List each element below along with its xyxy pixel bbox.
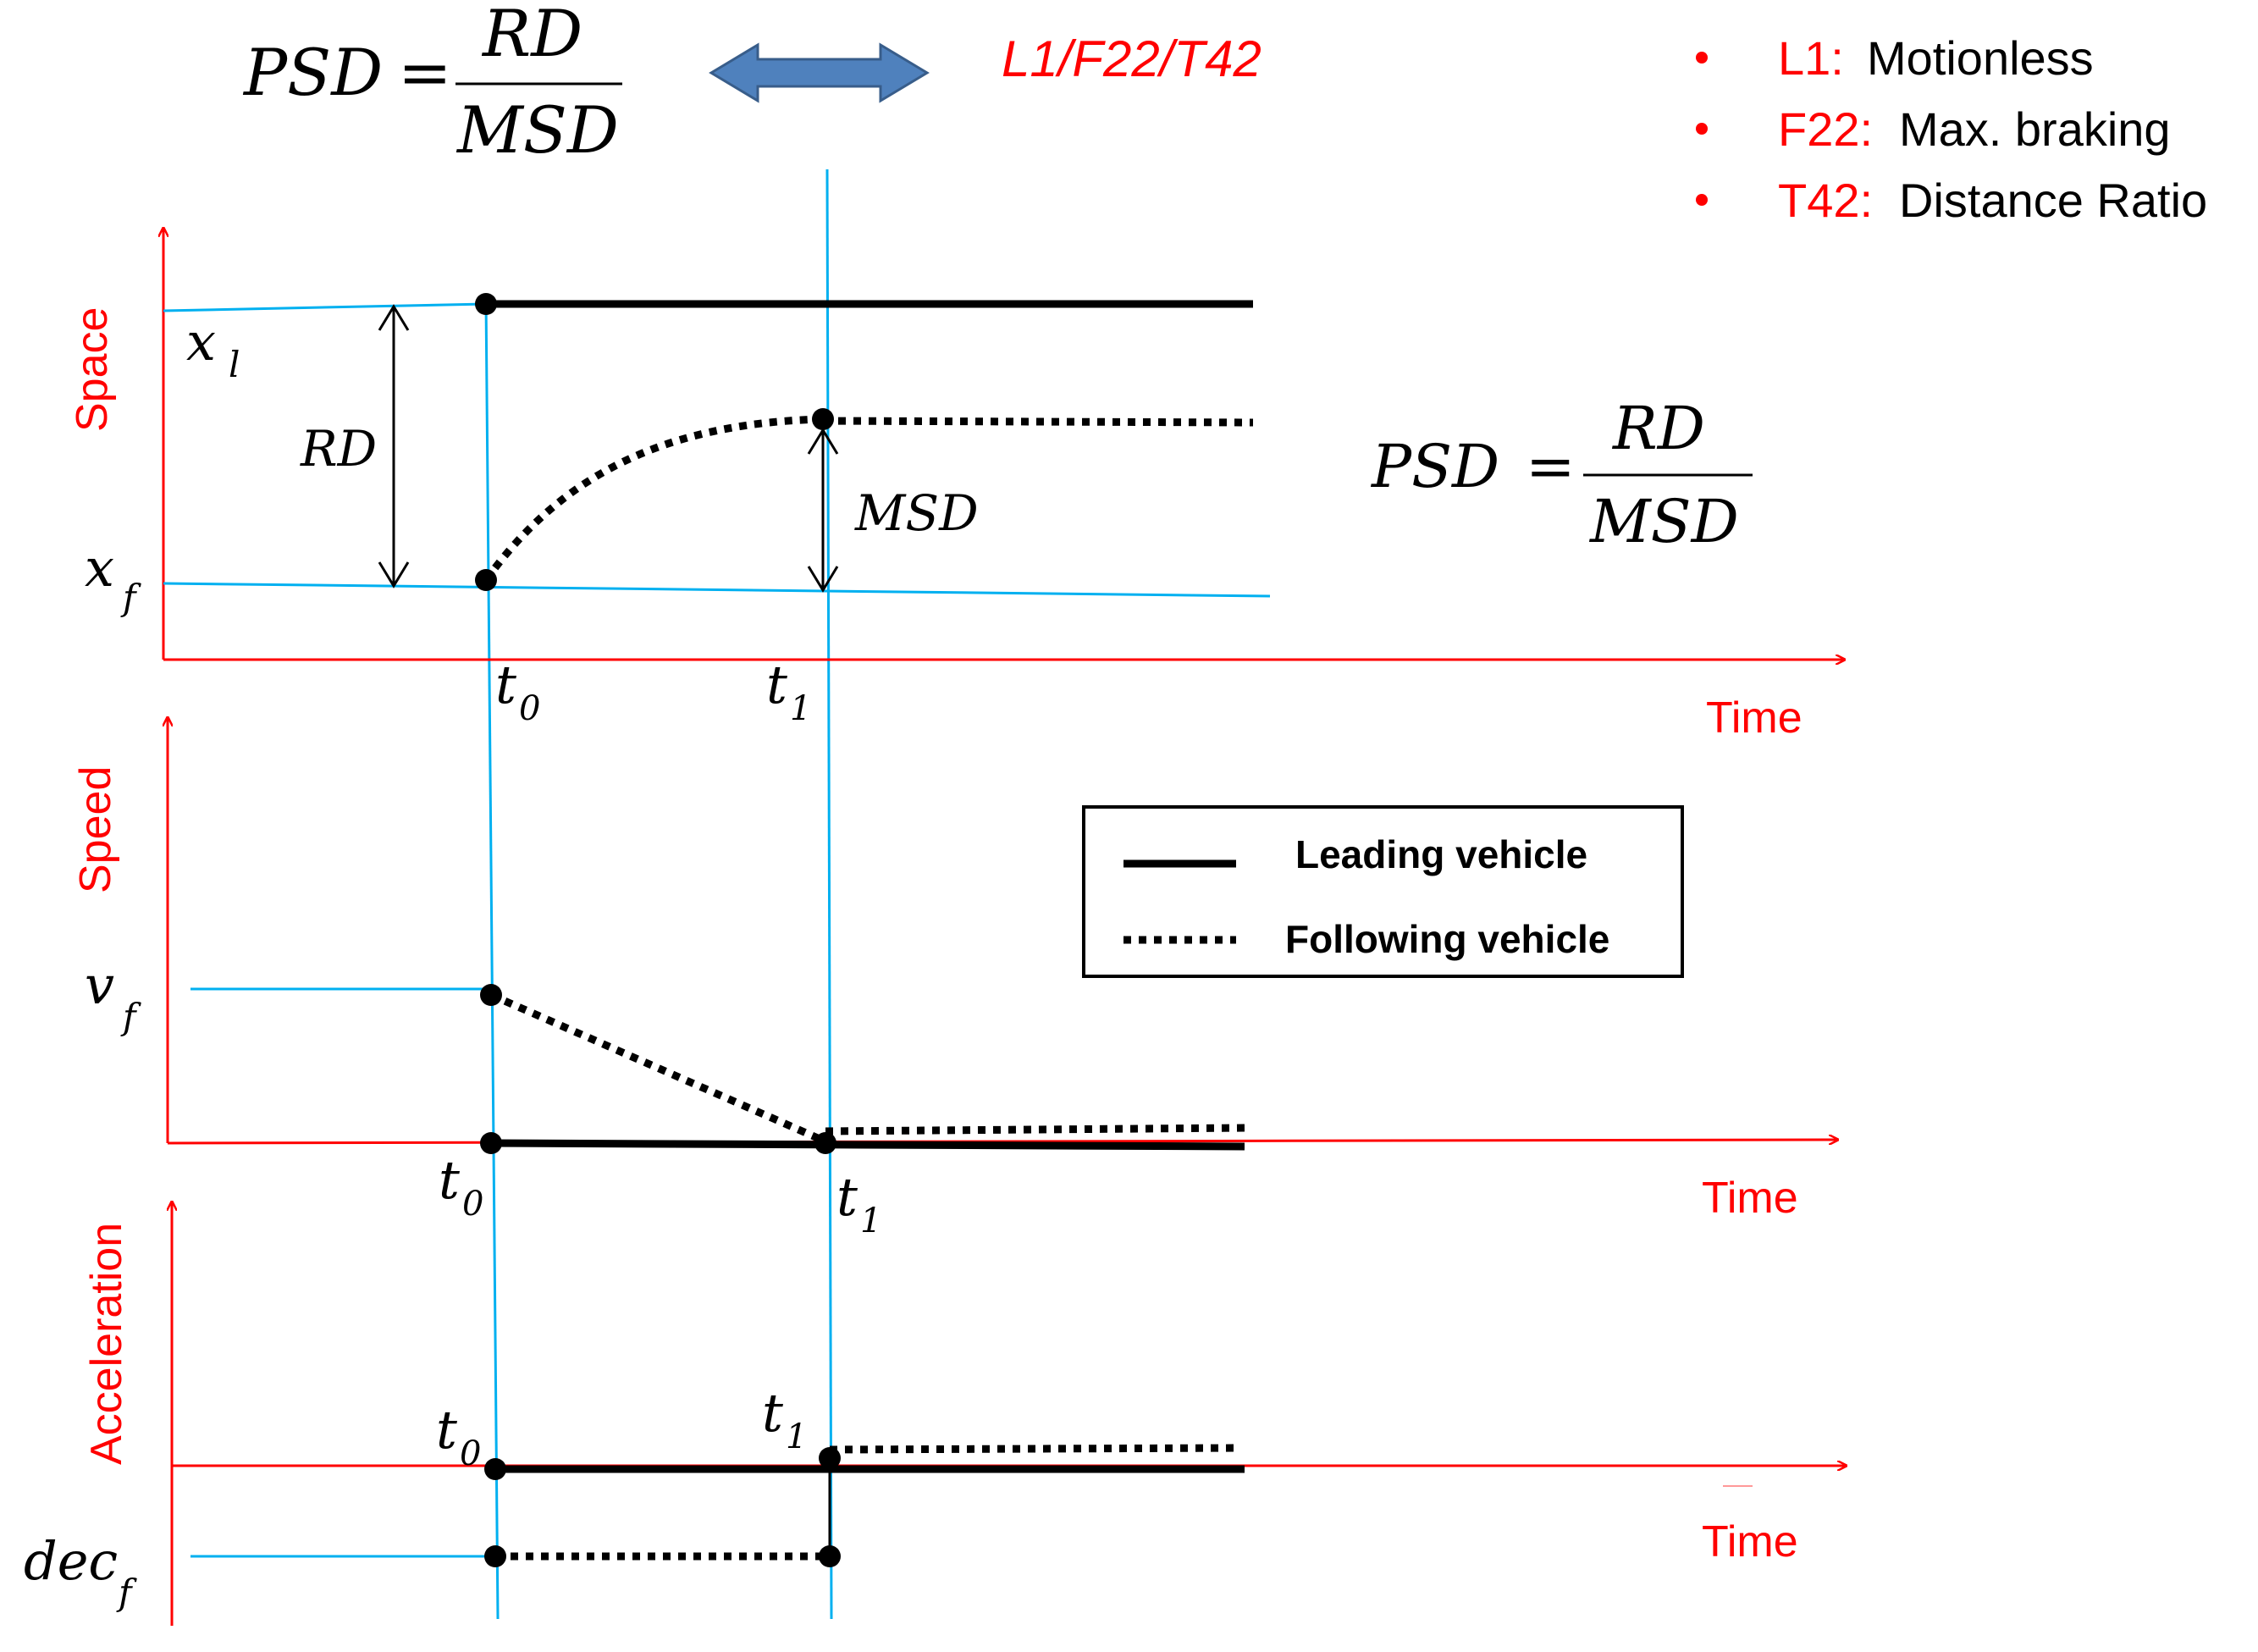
- bullet-code-t42: T42:: [1778, 174, 1873, 227]
- accel-t0-point: [484, 1458, 506, 1480]
- t1-guide-line: [825, 169, 833, 1620]
- header-formula-eq: =: [398, 35, 452, 110]
- speed-x-axis: [167, 1140, 1837, 1143]
- space-formula-numerator: RD: [1611, 394, 1705, 463]
- bullet-text-f22: Max. braking: [1899, 102, 2171, 156]
- t0-guide-line: [484, 297, 500, 1620]
- legend-following-label: Following vehicle: [1285, 917, 1609, 961]
- bullet-text-l1: Motionless: [1867, 31, 2094, 85]
- legend-box: [1082, 805, 1684, 978]
- space-panel: Space Time RD MSD x l x f t 0 t 1: [68, 229, 1844, 743]
- rd-label: RD: [300, 420, 377, 478]
- leading-start-point: [475, 293, 497, 315]
- bullet-dot: [1696, 52, 1708, 64]
- msd-arrow-head-bottom: [807, 566, 839, 593]
- double-arrow-icon: [709, 42, 930, 103]
- acceleration-axis-label: Acceleration: [82, 1223, 131, 1465]
- space-axis-label: Space: [68, 307, 117, 432]
- header-formula-denominator: MSD: [455, 92, 619, 168]
- accel-t0-subscript: 0: [460, 1434, 481, 1473]
- bullet-code-f22: F22:: [1778, 102, 1873, 156]
- space-t0-label: t: [495, 654, 516, 715]
- vf-label: v: [85, 954, 114, 1016]
- acceleration-time-label: Time: [1702, 1517, 1798, 1566]
- space-t0-subscript: 0: [519, 689, 540, 728]
- xf-label: x: [85, 537, 114, 599]
- accel-t1-point: [819, 1447, 841, 1469]
- following-vehicle-position-curve: [483, 415, 824, 583]
- accel-t1-label: t: [762, 1382, 783, 1444]
- vf-subscript: f: [120, 996, 141, 1037]
- following-stop-point: [812, 408, 834, 430]
- speed-t1-point: [814, 1132, 836, 1154]
- following-vehicle-accel-line: [829, 1444, 1241, 1454]
- speed-panel: Speed Time v f t 0 t 1: [71, 718, 1837, 1240]
- accel-t0-label: t: [436, 1399, 457, 1461]
- dec-label: dec: [24, 1530, 118, 1592]
- header-formula-numerator: RD: [481, 0, 582, 71]
- acceleration-panel: Acceleration Time dec f t 0 t 1: [24, 1202, 1846, 1626]
- following-start-point: [475, 569, 497, 591]
- space-time-label: Time: [1706, 693, 1803, 743]
- bullet-list: L1: Motionless F22: Max. braking T42: Di…: [1696, 31, 2207, 227]
- legend: Leading vehicle Following vehicle: [1082, 805, 1684, 978]
- accel-t1-subscript: 1: [786, 1417, 807, 1456]
- speed-axis-label: Speed: [71, 766, 120, 893]
- xl-subscript: l: [229, 344, 240, 385]
- space-formula-eq: =: [1526, 432, 1576, 501]
- vf-start-point: [480, 984, 502, 1006]
- following-vehicle-position-line: [822, 417, 1254, 427]
- scenario-code: L1/F22/T42: [1002, 30, 1261, 87]
- dec-subscript: f: [116, 1572, 137, 1613]
- following-vehicle-speed-line: [825, 1124, 1245, 1135]
- xf-reference-line: [163, 582, 1271, 598]
- xl-reference-line: [163, 302, 487, 312]
- speed-time-label: Time: [1702, 1174, 1798, 1223]
- speed-t1-subscript: 1: [860, 1202, 881, 1240]
- speed-t0-label: t: [439, 1149, 460, 1211]
- rd-arrow-head-bottom: [378, 561, 410, 588]
- header-formula: PSD = RD MSD: [242, 0, 622, 168]
- dec-end-point: [819, 1545, 841, 1567]
- xf-subscript: f: [120, 577, 141, 618]
- space-t1-label: t: [766, 654, 787, 715]
- msd-arrow-head-top: [807, 428, 839, 455]
- space-formula-denominator: MSD: [1588, 487, 1739, 556]
- bullet-text-t42: Distance Ratio: [1899, 174, 2207, 227]
- rd-arrow-head-top: [378, 304, 410, 331]
- space-t1-subscript: 1: [790, 689, 811, 728]
- header-formula-lhs: PSD: [242, 35, 383, 110]
- space-formula-lhs: PSD: [1370, 432, 1499, 501]
- dec-start-point: [484, 1545, 506, 1567]
- bullet-code-l1: L1:: [1778, 31, 1844, 85]
- leading-vehicle-speed-line: [490, 1139, 1245, 1151]
- bullet-dot: [1696, 194, 1708, 206]
- xl-label: x: [186, 311, 216, 373]
- speed-t0-point: [480, 1132, 502, 1154]
- speed-t0-subscript: 0: [462, 1185, 483, 1224]
- following-vehicle-speed-ramp: [489, 991, 827, 1146]
- legend-leading-label: Leading vehicle: [1295, 832, 1587, 876]
- msd-label: MSD: [854, 484, 979, 542]
- bullet-dot: [1696, 123, 1708, 135]
- speed-t1-label: t: [836, 1166, 858, 1228]
